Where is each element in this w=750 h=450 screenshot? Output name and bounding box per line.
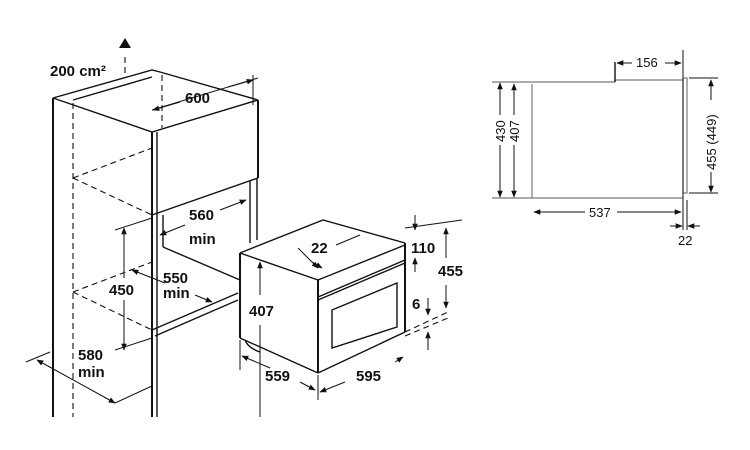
depth-note: min [163, 285, 190, 302]
inner-width-note: min [189, 231, 216, 248]
bottom-gap-label: 6 [412, 296, 420, 313]
oven-window [331, 281, 398, 349]
vent-arrow-icon [119, 38, 131, 48]
cabinet-drawing [25, 38, 259, 417]
ventilation-label: 200 cm² [50, 63, 106, 80]
oven-height-label: 407 [249, 303, 274, 320]
top-offset-label: 156 [636, 55, 658, 70]
cabinet-width-label: 600 [185, 90, 210, 107]
oven-depth-label: 559 [265, 368, 290, 385]
opening-height-label: 450 [109, 282, 134, 299]
oven-drawing [239, 215, 463, 417]
front-offset-label: 22 [311, 240, 328, 257]
body-depth-label: 537 [589, 205, 611, 220]
side-view-drawing [492, 50, 718, 230]
front-height-label: 455 (449) [704, 114, 719, 170]
side-depth-label: 580 [78, 347, 103, 364]
front-thickness-label: 22 [678, 233, 692, 248]
top-panel-label: 110 [411, 240, 435, 257]
oven-width-label: 595 [356, 368, 381, 385]
side-depth-note: min [78, 364, 105, 381]
inner-height-label: 407 [507, 120, 522, 142]
total-height-label: 455 [438, 263, 463, 280]
depth-label: 550 [163, 270, 188, 287]
outer-height-label: 430 [493, 120, 508, 142]
inner-width-label: 560 [189, 207, 214, 224]
